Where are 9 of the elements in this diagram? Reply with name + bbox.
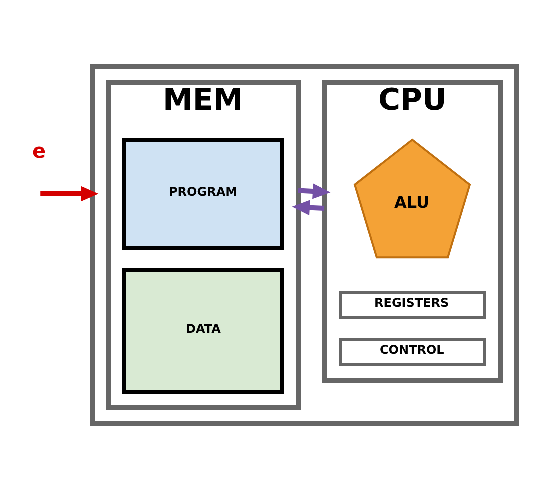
node-box: PROGRAM (122, 138, 284, 250)
node-box: DATA (122, 268, 284, 394)
node-box: CONTROL (339, 338, 486, 366)
cluster (90, 64, 519, 426)
arrow (40, 186, 99, 202)
node-box: REGISTERS (339, 291, 486, 319)
label: e (32, 139, 46, 163)
arrow (292, 200, 325, 216)
arrow (298, 184, 331, 200)
